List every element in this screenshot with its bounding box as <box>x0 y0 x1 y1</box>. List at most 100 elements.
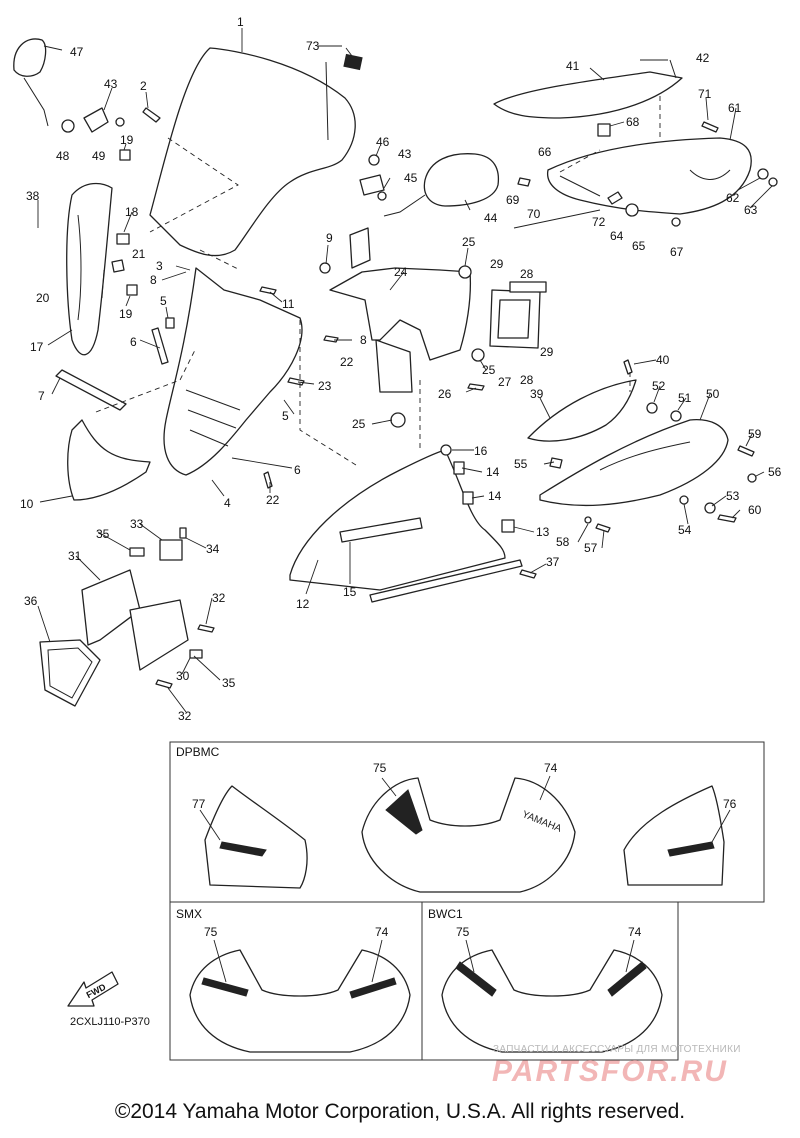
callout-label: 43 <box>398 147 412 161</box>
callout-label: 59 <box>748 427 762 441</box>
callout-label: 36 <box>24 594 38 608</box>
callout-label: 24 <box>394 265 408 279</box>
callout-label: 14 <box>488 489 502 503</box>
callout-label: 70 <box>527 207 541 221</box>
callout-label: 42 <box>696 51 710 65</box>
callout-label: 64 <box>610 229 624 243</box>
callout-label: 48 <box>56 149 70 163</box>
part-shapes <box>13 38 778 707</box>
callout-label: 50 <box>706 387 720 401</box>
callout-label: 74 <box>375 925 389 939</box>
callout-label: 37 <box>546 555 560 569</box>
callout-label: 25 <box>482 363 496 377</box>
callout-label: 34 <box>206 542 220 556</box>
callout-label: 29 <box>540 345 554 359</box>
callout-label: 8 <box>150 273 157 287</box>
callout-label: 15 <box>343 585 357 599</box>
callout-label: 32 <box>212 591 226 605</box>
callout-label: 46 <box>376 135 390 149</box>
callout-label: 53 <box>726 489 740 503</box>
watermark-logo: PARTSFOR.RU <box>492 1055 728 1088</box>
callout-label: 73 <box>306 39 320 53</box>
callout-label: 30 <box>176 669 190 683</box>
callout-label: 23 <box>318 379 332 393</box>
callout-label: 16 <box>474 444 488 458</box>
callout-label: 57 <box>584 541 598 555</box>
callout-label: 2 <box>140 79 147 93</box>
variant-label-bwc1: BWC1 <box>428 907 463 921</box>
callout-label: 62 <box>726 191 740 205</box>
callout-label: 25 <box>462 235 476 249</box>
callout-label: 28 <box>520 373 534 387</box>
variant-panels: YAMAHA <box>169 741 765 1061</box>
callout-label: 74 <box>628 925 642 939</box>
callout-label: 74 <box>544 761 558 775</box>
callout-label: 11 <box>282 297 295 311</box>
callout-label: 26 <box>438 387 452 401</box>
callout-label: 32 <box>178 709 192 723</box>
callout-label: 47 <box>70 45 84 59</box>
callout-label: 22 <box>266 493 280 507</box>
leader-lines <box>37 28 773 713</box>
callout-label: 28 <box>520 267 534 281</box>
callout-label: 44 <box>484 211 498 225</box>
callout-label: 43 <box>104 77 118 91</box>
callout-label: 17 <box>30 340 44 354</box>
callout-label: 9 <box>326 231 333 245</box>
callout-label: 52 <box>652 379 666 393</box>
callout-label: 3 <box>156 259 163 273</box>
callout-label: 67 <box>670 245 684 259</box>
callout-label: 63 <box>744 203 758 217</box>
callout-label: 39 <box>530 387 544 401</box>
callout-label: 20 <box>36 291 50 305</box>
callout-label: 4 <box>224 496 231 510</box>
callout-label: 75 <box>373 761 387 775</box>
callout-label: 71 <box>698 87 712 101</box>
callout-label: 10 <box>20 497 34 511</box>
callout-label: 76 <box>723 797 737 811</box>
callout-label: 1 <box>237 15 244 29</box>
callout-label: 5 <box>282 409 289 423</box>
copyright-notice: ©2014 Yamaha Motor Corporation, U.S.A. A… <box>114 1100 686 1123</box>
callout-label: 75 <box>456 925 470 939</box>
callout-label: 19 <box>119 307 133 321</box>
diagram-code: 2CXLJ110-P370 <box>70 1016 150 1028</box>
callout-label: 75 <box>204 925 218 939</box>
callout-label: 6 <box>130 335 137 349</box>
callout-label: 66 <box>538 145 552 159</box>
reference-lines <box>95 96 661 466</box>
fwd-arrow-icon: FWD <box>67 971 119 1007</box>
callout-label: 61 <box>728 101 742 115</box>
callout-label: 35 <box>222 676 236 690</box>
variant-box-bwc1 <box>421 901 679 1061</box>
callout-label: 40 <box>656 353 670 367</box>
callout-label: 21 <box>132 247 146 261</box>
callout-label: 29 <box>490 257 504 271</box>
callout-label: 60 <box>748 503 762 517</box>
callout-label: 72 <box>592 215 606 229</box>
watermark-subtitle: ЗАПЧАСТИ И АКСЕССУАРЫ ДЛЯ МОТОТЕХНИКИ <box>493 1044 741 1055</box>
callout-label: 31 <box>68 549 82 563</box>
callout-label: 41 <box>566 59 580 73</box>
variant-label-smx: SMX <box>176 907 202 921</box>
callout-label: 22 <box>340 355 354 369</box>
callout-label: 54 <box>678 523 692 537</box>
callout-label: 56 <box>768 465 782 479</box>
callout-label: 8 <box>360 333 367 347</box>
callout-label: 49 <box>92 149 106 163</box>
callout-label: 5 <box>160 294 167 308</box>
callout-label: 7 <box>38 389 45 403</box>
callout-label: 38 <box>26 189 40 203</box>
callout-label: 69 <box>506 193 520 207</box>
callout-label: 77 <box>192 797 206 811</box>
callout-label: 65 <box>632 239 646 253</box>
callout-label: 68 <box>626 115 640 129</box>
callout-label: 58 <box>556 535 570 549</box>
callout-label: 14 <box>486 465 500 479</box>
variant-label-dpbmc: DPBMC <box>176 745 220 759</box>
callout-label: 18 <box>125 205 139 219</box>
callout-label: 6 <box>294 463 301 477</box>
callout-label: 13 <box>536 525 550 539</box>
callout-label: 55 <box>514 457 528 471</box>
